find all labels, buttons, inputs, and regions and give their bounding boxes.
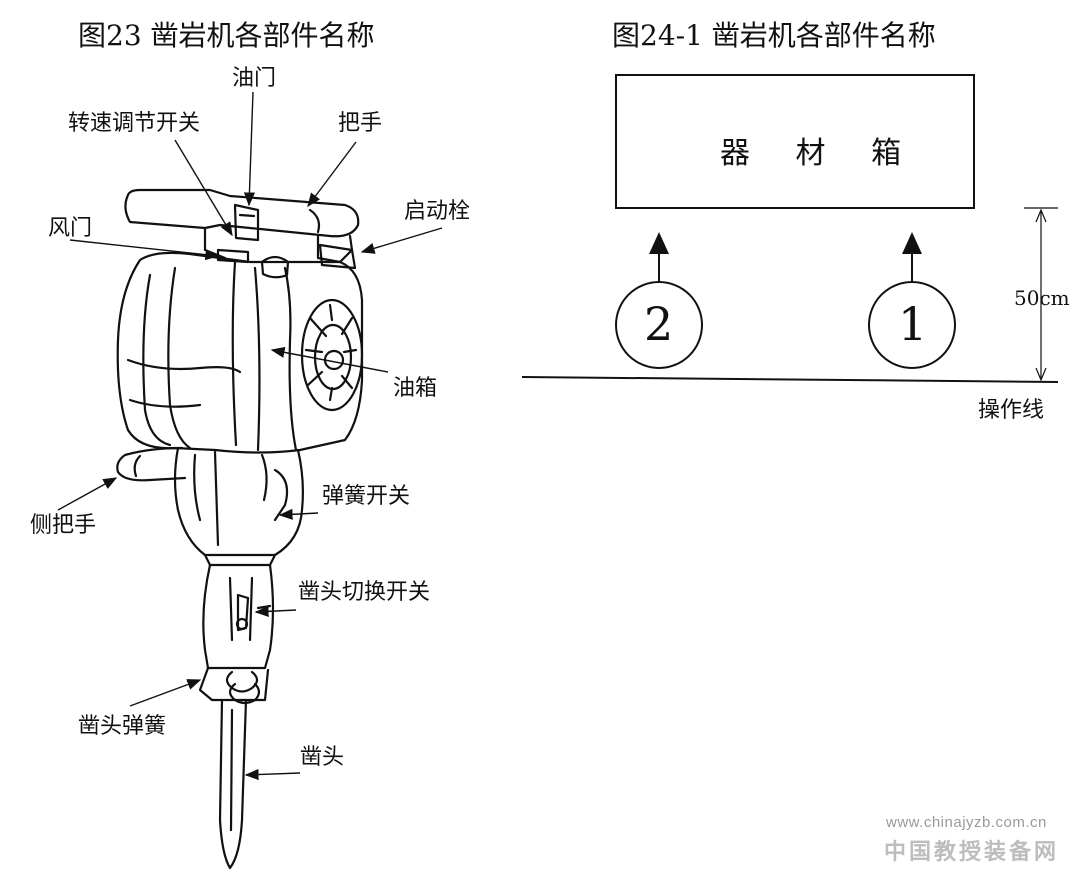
label-spring-switch: 弹簧开关 (322, 484, 411, 509)
label-side-handle: 侧把手 (30, 513, 97, 538)
label-chisel-spring: 凿头弹簧 (78, 714, 167, 739)
label-fuel-tank: 油箱 (393, 376, 438, 401)
circle-2-number: 2 (644, 297, 674, 351)
label-speed-switch: 转速调节开关 (68, 111, 201, 136)
operation-line-label: 操作线 (978, 398, 1045, 423)
circle-1-number: 1 (898, 297, 928, 351)
figure24-title: 图24-1 凿岩机各部件名称 (612, 19, 936, 52)
label-start-plug: 启动栓 (404, 199, 471, 224)
label-chisel: 凿头 (300, 745, 345, 770)
figure23-leaders (57, 91, 443, 781)
watermark-url: www.chinajyzb.com.cn (886, 814, 1047, 831)
equipment-box-label: 器 材 箱 (720, 136, 920, 171)
label-air-valve: 风门 (48, 216, 93, 241)
figure23-title: 图23 凿岩机各部件名称 (78, 19, 375, 52)
watermark-name: 中国教授装备网 (884, 840, 1060, 865)
operation-line (521, 376, 1059, 383)
label-handle: 把手 (338, 111, 383, 136)
label-oil-valve: 油门 (232, 66, 277, 91)
rock-drill-drawing (116, 188, 364, 870)
equipment-box (615, 74, 975, 209)
figure24-diagram (521, 74, 1059, 383)
label-chisel-switch: 凿头切换开关 (298, 580, 431, 605)
distance-label: 50cm (1014, 286, 1070, 310)
